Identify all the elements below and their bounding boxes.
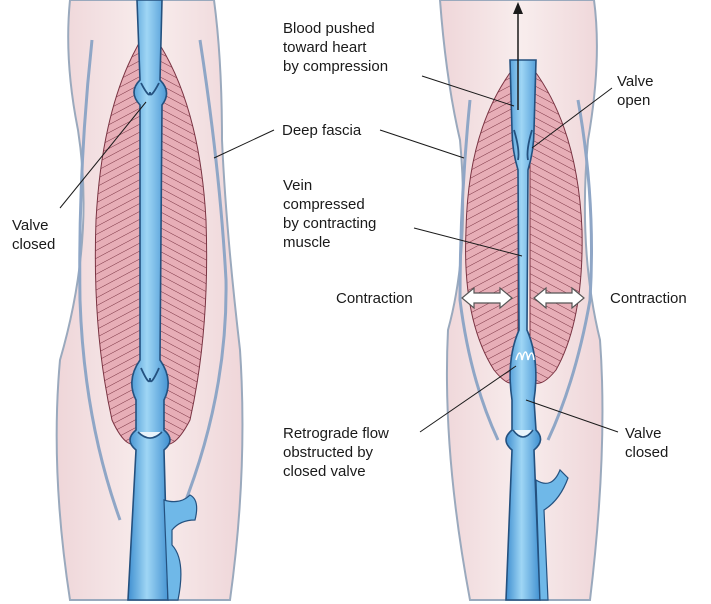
label-vein-compressed: Vein compressed by contracting muscle xyxy=(283,176,376,252)
label-deep-fascia: Deep fascia xyxy=(282,121,361,140)
label-valve-open: Valve open xyxy=(617,72,653,110)
leader-deep-fascia-right xyxy=(380,130,464,158)
label-blood-pushed: Blood pushed toward heart by compression xyxy=(283,19,388,76)
label-contraction-left: Contraction xyxy=(336,289,413,308)
label-valve-closed-left: Valve closed xyxy=(12,216,55,254)
label-retrograde-flow: Retrograde flow obstructed by closed val… xyxy=(283,424,389,481)
label-valve-closed-right: Valve closed xyxy=(625,424,668,462)
label-contraction-right: Contraction xyxy=(610,289,687,308)
left-leg xyxy=(57,0,243,600)
